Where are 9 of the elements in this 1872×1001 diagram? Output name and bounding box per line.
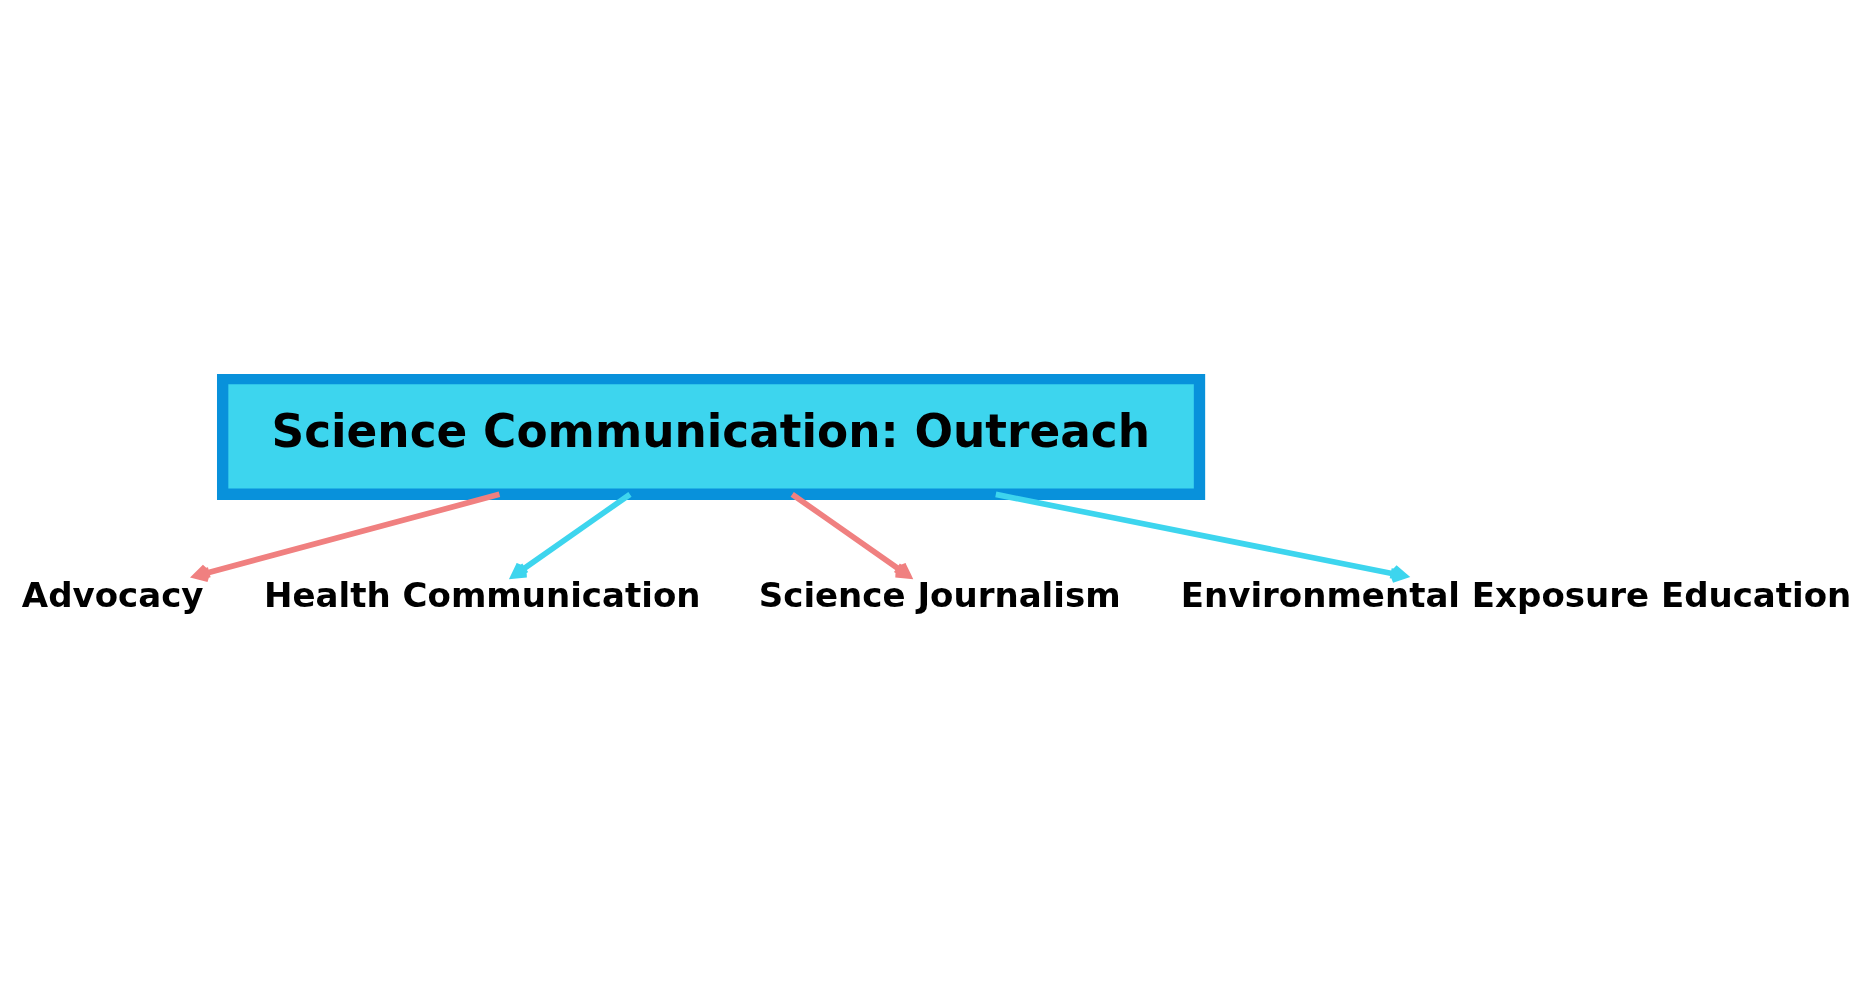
node-text: Environmental Exposure Education: [1180, 574, 1852, 615]
node-text: Science Journalism: [758, 574, 1121, 615]
arrow: [510, 492, 632, 579]
arrow: [192, 491, 501, 582]
arrow: [790, 492, 912, 579]
node-box: Science Communication: Outreach: [217, 374, 1206, 500]
node-text: Advocacy: [21, 574, 204, 615]
node-text: Health Communication: [264, 574, 701, 615]
arrow: [995, 491, 1408, 583]
